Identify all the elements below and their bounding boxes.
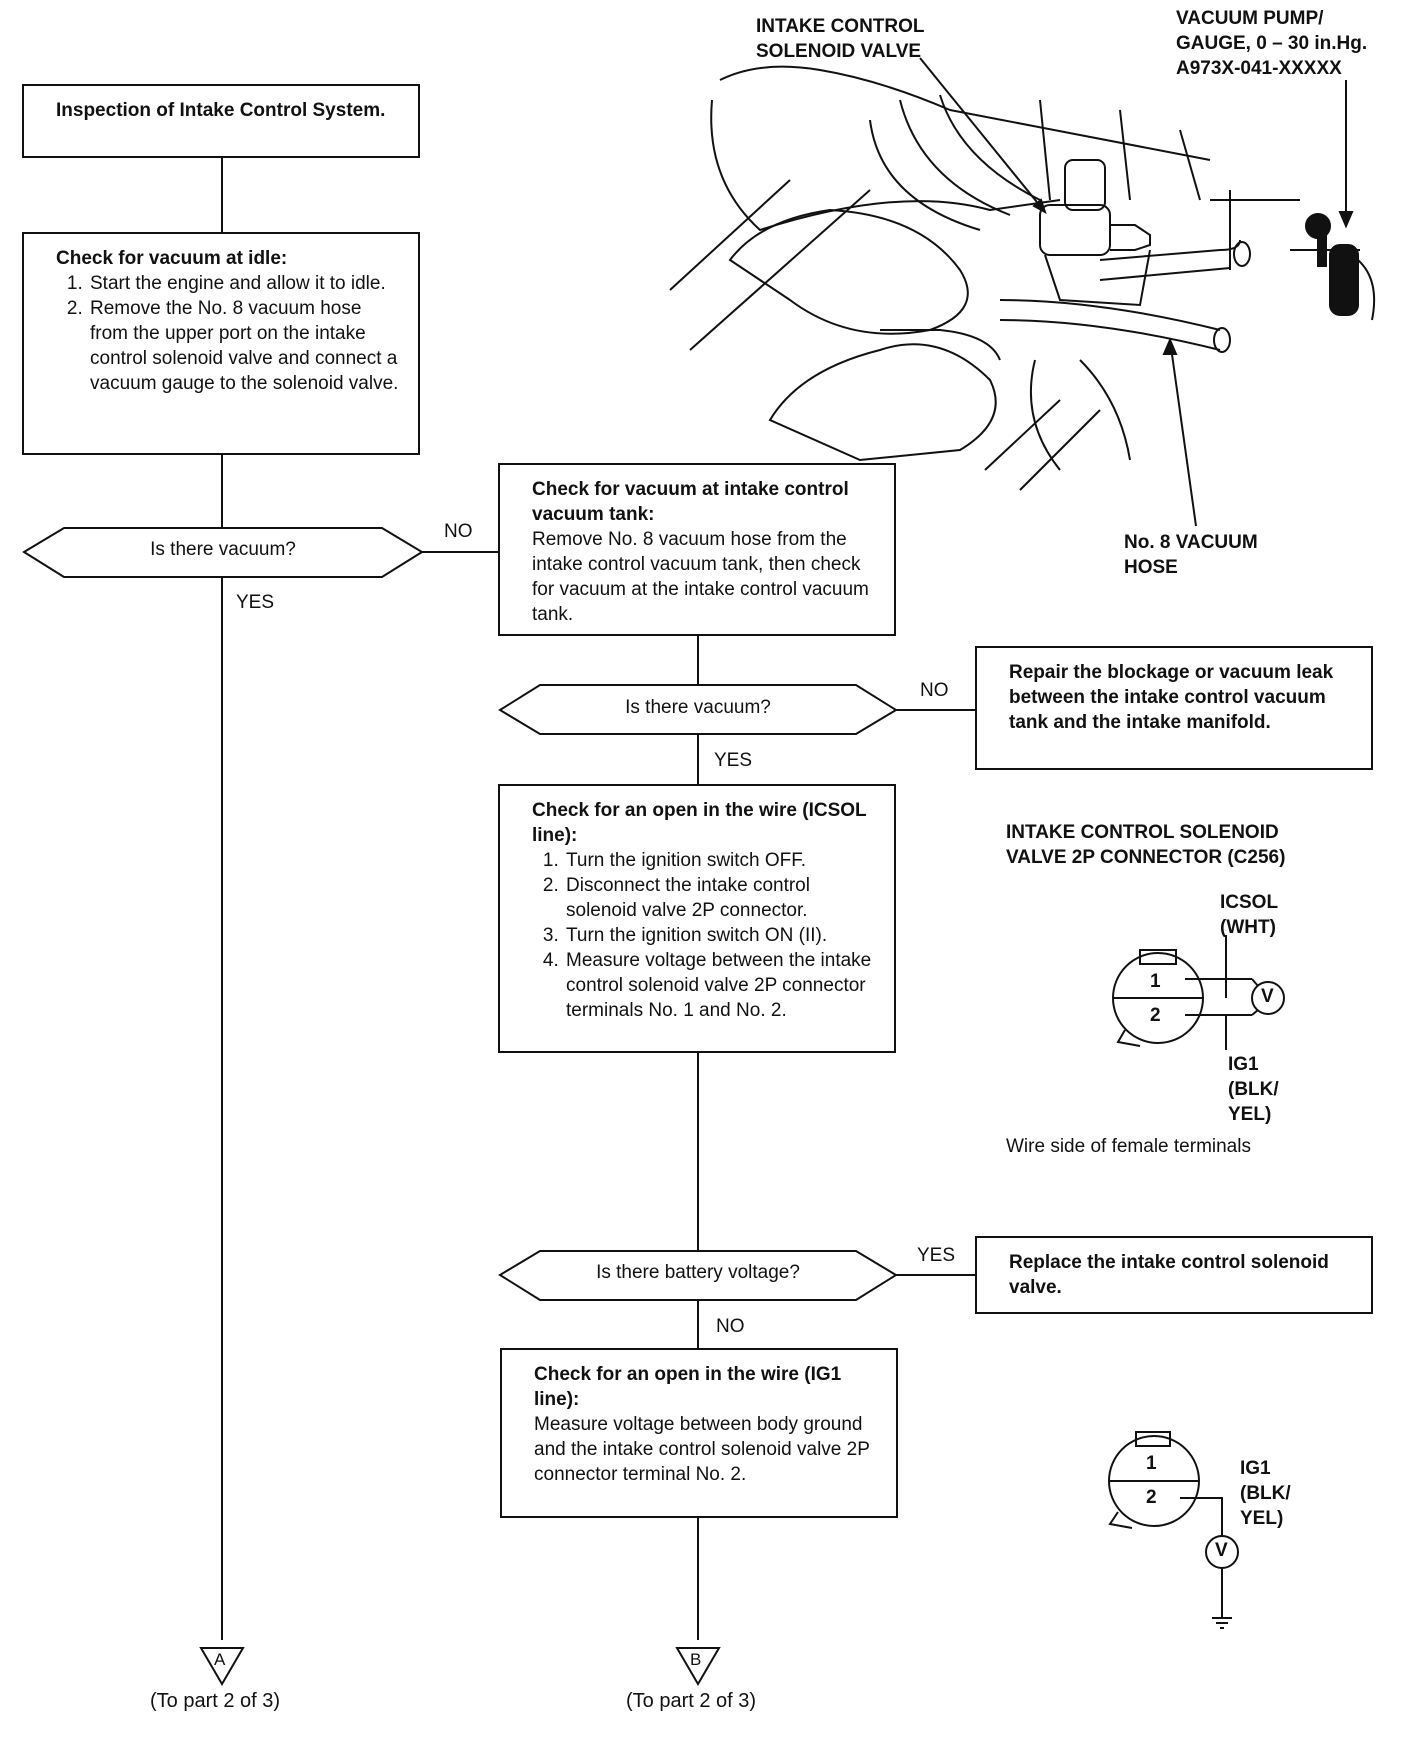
step3-heading: Check for an open in the wire (ICSOL lin…	[532, 800, 867, 846]
engine-illustration	[669, 65, 1300, 491]
connector1-caption: Wire side of female terminals	[1006, 1136, 1251, 1157]
connector2-ig1-label: IG1 (BLK/ YEL)	[1240, 1458, 1291, 1529]
step1-item-1: Start the engine and allow it to idle.	[88, 271, 402, 296]
step3-item-4: Measure voltage between the intake contr…	[564, 948, 878, 1023]
replace-box-text: Replace the intake control solenoid valv…	[1009, 1252, 1329, 1298]
connector-b-triangle	[675, 1647, 721, 1686]
voltmeter1-lead	[1251, 1009, 1259, 1016]
step1-item-2: Remove the No. 8 vacuum hose from the up…	[88, 296, 402, 396]
step3-item-1: Turn the ignition switch OFF.	[564, 848, 878, 873]
repair-box: Repair the blockage or vacuum leak betwe…	[975, 646, 1373, 770]
voltmeter1-circle	[1251, 981, 1285, 1015]
solenoid-arrowhead	[1032, 198, 1047, 215]
voltmeter1-label: V	[1261, 986, 1274, 1007]
solenoid-leader-line	[919, 57, 1046, 213]
connector1-title: INTAKE CONTROL SOLENOID VALVE 2P CONNECT…	[1006, 822, 1286, 868]
decision3-shape	[498, 1250, 898, 1301]
connector-diagram-1	[1112, 935, 1285, 1050]
connector-b-letter: B	[690, 1650, 702, 1669]
step1-list: Start the engine and allow it to idle. R…	[56, 271, 402, 396]
connector1-wire-2	[1185, 1014, 1227, 1016]
connector1-wire-1	[1185, 978, 1227, 998]
connector-b-caption: (To part 2 of 3)	[626, 1690, 757, 1712]
voltmeter2-label: V	[1215, 1540, 1228, 1561]
decision2-yes-label: YES	[714, 750, 753, 771]
step3-box: Check for an open in the wire (ICSOL lin…	[498, 784, 896, 1053]
start-box: Inspection of Intake Control System.	[22, 84, 420, 158]
step3-item-3: Turn the ignition switch ON (II).	[564, 923, 878, 948]
step4-body: Measure voltage between body ground and …	[534, 1414, 870, 1485]
hose-arrowhead	[1162, 337, 1178, 355]
connector-a-triangle	[199, 1647, 245, 1686]
step1-heading: Check for vacuum at idle:	[56, 248, 288, 269]
decision1-no-label: NO	[444, 521, 473, 542]
decision2-shape	[498, 684, 898, 735]
vacuum-pump-icon	[1290, 213, 1376, 321]
connector2-wire	[1180, 1497, 1223, 1536]
step4-heading: Check for an open in the wire (IG1 line)…	[534, 1364, 842, 1410]
step2-box: Check for vacuum at intake control vacuu…	[498, 463, 896, 636]
connector1-key	[1116, 1029, 1141, 1047]
decision3-yes-label: YES	[917, 1245, 956, 1266]
step2-heading: Check for vacuum at intake control vacuu…	[532, 479, 849, 525]
connector-a-caption: (To part 2 of 3)	[150, 1690, 281, 1712]
decision1-question: Is there vacuum?	[150, 539, 296, 560]
step1-box: Check for vacuum at idle: Start the engi…	[22, 232, 420, 455]
vacuum-hose-label: No. 8 VACUUM HOSE	[1124, 532, 1258, 578]
voltmeter1-lead	[1251, 978, 1259, 987]
decision2-question: Is there vacuum?	[625, 697, 771, 718]
solenoid-valve-label: INTAKE CONTROL SOLENOID VALVE	[756, 16, 925, 62]
step4-box: Check for an open in the wire (IG1 line)…	[500, 1348, 898, 1518]
connector1-ig1-label: IG1 (BLK/ YEL)	[1228, 1054, 1279, 1125]
repair-box-text: Repair the blockage or vacuum leak betwe…	[1009, 662, 1334, 733]
step2-body: Remove No. 8 vacuum hose from the intake…	[532, 529, 869, 625]
vacuum-pump-label: VACUUM PUMP/ GAUGE, 0 – 30 in.Hg. A973X-…	[1176, 8, 1368, 79]
step3-item-2: Disconnect the intake control solenoid v…	[564, 873, 878, 923]
connector2-key	[1108, 1511, 1133, 1529]
pump-arrowhead	[1338, 211, 1354, 229]
hose-leader-line	[1169, 339, 1197, 527]
decision2-no-label: NO	[920, 680, 949, 701]
decision1-yes-label: YES	[236, 592, 275, 613]
decision3-no-label: NO	[716, 1316, 745, 1337]
connector2-pin1: 1	[1146, 1453, 1157, 1474]
connector-a-letter: A	[214, 1650, 226, 1669]
start-box-text: Inspection of Intake Control System.	[56, 100, 386, 121]
connector1-pin1: 1	[1150, 971, 1161, 992]
connector1-pin2: 2	[1150, 1005, 1161, 1026]
decision3-question: Is there battery voltage?	[596, 1262, 800, 1283]
connector-diagram-2	[1108, 1431, 1239, 1629]
step3-list: Turn the ignition switch OFF. Disconnect…	[532, 848, 878, 1023]
decision1-shape	[22, 527, 424, 578]
connector2-pin2: 2	[1146, 1487, 1157, 1508]
connector1-icsol-label: ICSOL (WHT)	[1220, 892, 1279, 938]
replace-box: Replace the intake control solenoid valv…	[975, 1236, 1373, 1314]
connector2-latch	[1135, 1431, 1171, 1447]
